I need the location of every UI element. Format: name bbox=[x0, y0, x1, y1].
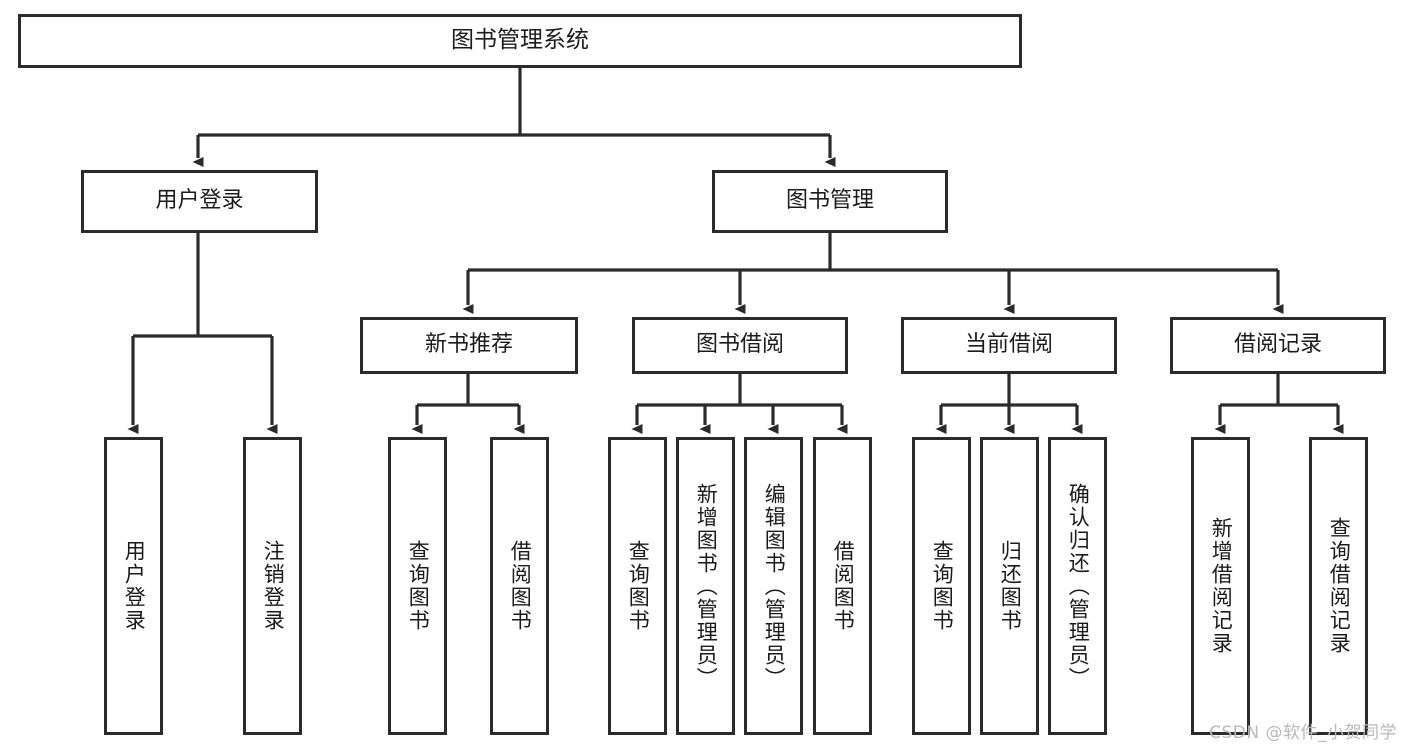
leaf-new-book-query-book[interactable]: 查询图书 bbox=[388, 437, 447, 735]
node-label: 查询图书 bbox=[626, 540, 651, 632]
node-label: 借阅图书 bbox=[831, 540, 856, 632]
node-new-book-recommend[interactable]: 新书推荐 bbox=[360, 317, 578, 374]
node-label: 查询图书 bbox=[406, 540, 431, 632]
node-label: 图书管理系统 bbox=[451, 27, 589, 54]
node-label: 查询借阅记录 bbox=[1327, 517, 1352, 655]
node-label: 新增图书（管理员） bbox=[694, 482, 719, 690]
leaf-book-borrow-add-book-admin[interactable]: 新增图书（管理员） bbox=[676, 437, 735, 735]
node-label: 编辑图书（管理员） bbox=[762, 482, 787, 690]
node-label: 当前借阅 bbox=[964, 332, 1053, 358]
leaf-current-borrow-return-book[interactable]: 归还图书 bbox=[980, 437, 1039, 735]
node-label: 图书管理 bbox=[785, 188, 874, 214]
leaf-book-borrow-query-book[interactable]: 查询图书 bbox=[608, 437, 667, 735]
leaf-new-book-borrow-book[interactable]: 借阅图书 bbox=[490, 437, 549, 735]
node-root-book-management-system[interactable]: 图书管理系统 bbox=[18, 14, 1022, 68]
node-book-management[interactable]: 图书管理 bbox=[712, 170, 948, 233]
node-book-borrow[interactable]: 图书借阅 bbox=[632, 317, 848, 374]
node-label: 新书推荐 bbox=[424, 332, 513, 358]
node-label: 借阅图书 bbox=[508, 540, 533, 632]
leaf-borrow-record-add-record[interactable]: 新增借阅记录 bbox=[1191, 437, 1250, 735]
leaf-book-borrow-borrow-book[interactable]: 借阅图书 bbox=[813, 437, 872, 735]
node-label: 用户登录 bbox=[122, 540, 147, 632]
node-label: 借阅记录 bbox=[1233, 332, 1322, 358]
node-label: 查询图书 bbox=[930, 540, 955, 632]
leaf-book-borrow-edit-book-admin[interactable]: 编辑图书（管理员） bbox=[744, 437, 803, 735]
node-current-borrow[interactable]: 当前借阅 bbox=[901, 317, 1117, 374]
node-label: 归还图书 bbox=[998, 540, 1023, 632]
node-label: 注销登录 bbox=[261, 540, 286, 632]
leaf-current-borrow-query-book[interactable]: 查询图书 bbox=[912, 437, 971, 735]
node-label: 用户登录 bbox=[155, 188, 244, 214]
node-label: 新增借阅记录 bbox=[1209, 517, 1234, 655]
node-label: 确认归还（管理员） bbox=[1066, 482, 1091, 690]
node-user-login[interactable]: 用户登录 bbox=[81, 170, 318, 233]
leaf-user-login-logout[interactable]: 注销登录 bbox=[243, 437, 302, 735]
node-label: 图书借阅 bbox=[695, 332, 784, 358]
leaf-current-borrow-confirm-return-admin[interactable]: 确认归还（管理员） bbox=[1048, 437, 1107, 735]
node-borrow-record[interactable]: 借阅记录 bbox=[1170, 317, 1386, 374]
leaf-user-login-login[interactable]: 用户登录 bbox=[104, 437, 163, 735]
leaf-borrow-record-query-record[interactable]: 查询借阅记录 bbox=[1309, 437, 1368, 735]
